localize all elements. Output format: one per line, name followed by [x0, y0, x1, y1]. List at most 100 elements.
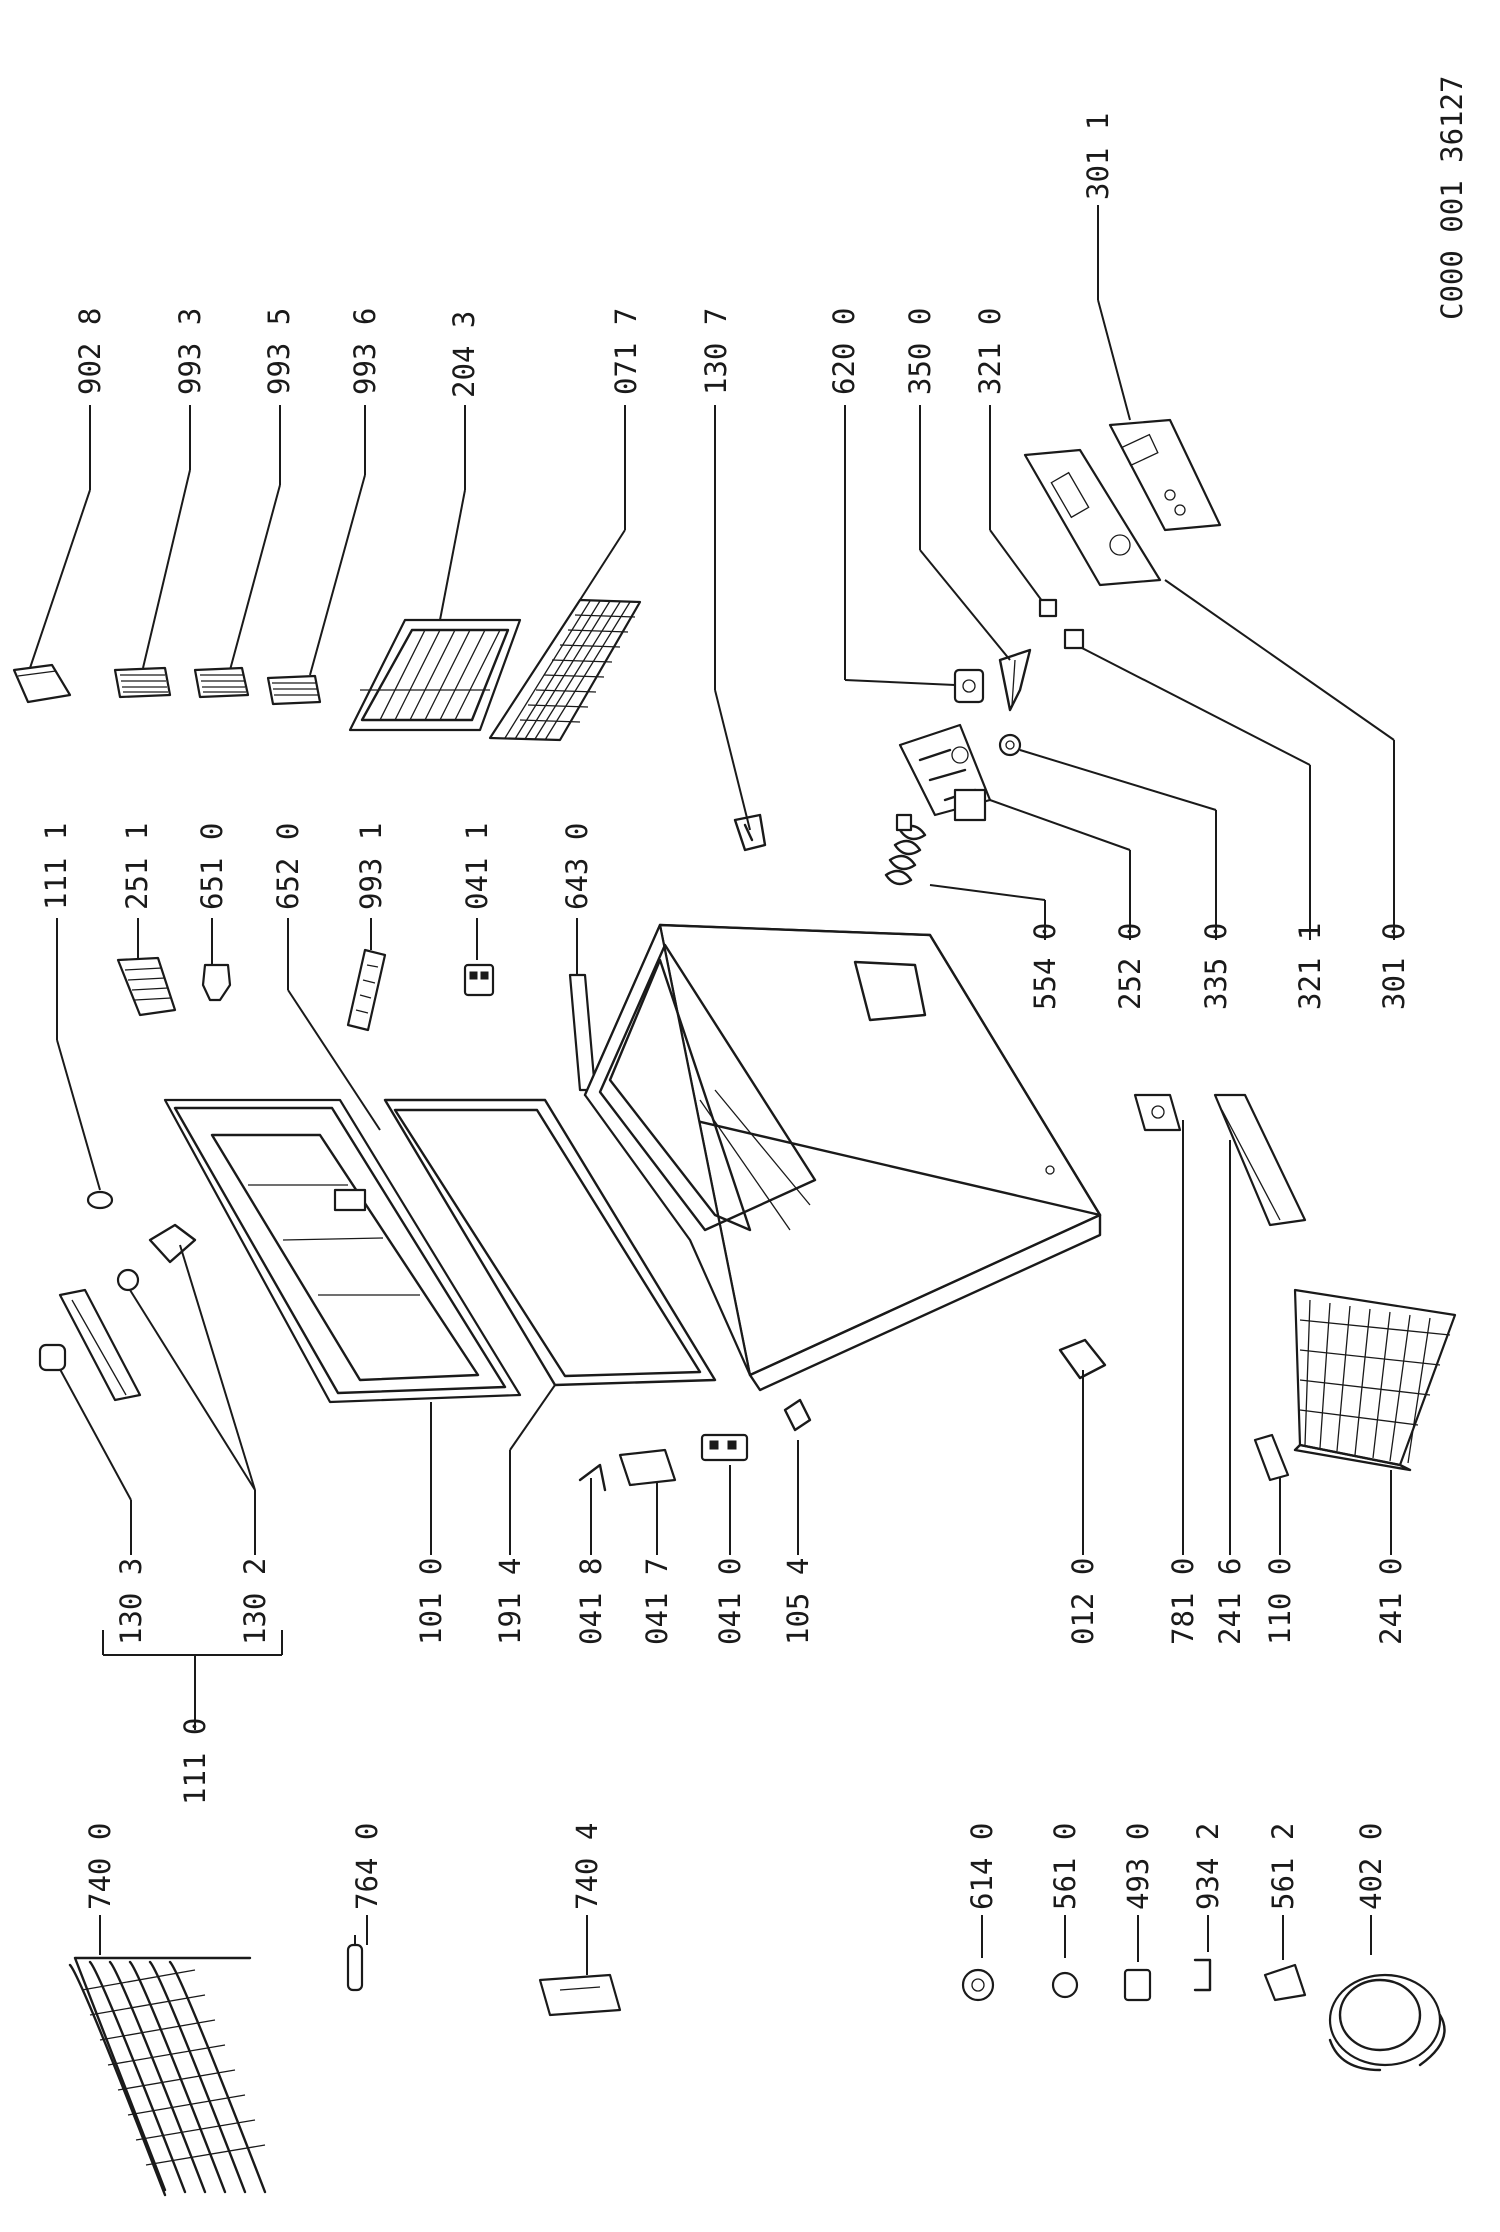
- part-321-1-clip: [1063, 628, 1085, 650]
- svg-text:111 0: 111 0: [178, 1718, 212, 1805]
- svg-text:111 1: 111 1: [39, 823, 73, 910]
- part-614-0-relay: [961, 1968, 995, 2002]
- svg-text:241 6: 241 6: [1213, 1558, 1247, 1645]
- label-554-0: 554 0: [929, 884, 1062, 1010]
- label-110-0: 110 0: [1263, 1475, 1297, 1645]
- svg-text:105 4: 105 4: [781, 1558, 815, 1645]
- svg-text:781 0: 781 0: [1166, 1558, 1200, 1645]
- part-241-0-basket: [1293, 1288, 1457, 1472]
- label-993-3: 993 3: [142, 308, 207, 669]
- svg-text:561 0: 561 0: [1048, 1823, 1082, 1910]
- part-934-2-clip: [1193, 1958, 1212, 1992]
- part-993-3-grille: [113, 666, 172, 699]
- label-241-6: 241 6: [1213, 1140, 1247, 1645]
- doc-code: C000 001 36127: [1435, 76, 1469, 320]
- label-402-0: 402 0: [1354, 1823, 1388, 1955]
- label-350-0: 350 0: [903, 308, 1011, 661]
- label-191-4: 191 4: [493, 1384, 556, 1645]
- part-252-0-thermostat-housing: [898, 723, 992, 822]
- svg-text:643 0: 643 0: [560, 823, 594, 910]
- label-041-8: 041 8: [574, 1478, 608, 1645]
- svg-text:071 7: 071 7: [609, 308, 643, 395]
- svg-text:041 0: 041 0: [713, 1558, 747, 1645]
- svg-text:902 8: 902 8: [73, 308, 107, 395]
- part-902-8-plate: [12, 663, 72, 704]
- svg-text:241 0: 241 0: [1374, 1558, 1408, 1645]
- svg-text:321 0: 321 0: [973, 308, 1007, 395]
- label-241-0: 241 0: [1374, 1470, 1408, 1645]
- label-204-3: 204 3: [439, 311, 481, 621]
- label-012-0: 012 0: [1066, 1370, 1100, 1645]
- part-561-0-grommet: [1051, 1971, 1079, 1999]
- svg-text:993 1: 993 1: [354, 823, 388, 910]
- label-934-2: 934 2: [1191, 1823, 1225, 1952]
- label-781-0: 781 0: [1166, 1120, 1200, 1645]
- part-740-4-bracket: [538, 1973, 622, 2017]
- label-041-7: 041 7: [640, 1482, 674, 1645]
- svg-text:764 0: 764 0: [350, 1823, 384, 1910]
- svg-text:651 0: 651 0: [195, 823, 229, 910]
- label-335-0: 335 0: [1019, 749, 1233, 1010]
- svg-text:130 3: 130 3: [114, 1558, 148, 1645]
- svg-text:740 0: 740 0: [83, 1823, 117, 1910]
- part-764-0-drier: [346, 1935, 364, 1992]
- part-554-0-spring: [884, 813, 927, 886]
- part-402-0-compressor: [1328, 1973, 1446, 2072]
- part-620-0-relay: [953, 668, 985, 704]
- svg-text:561 2: 561 2: [1266, 1823, 1300, 1910]
- part-335-0-knob: [998, 733, 1022, 757]
- part-041-8-hook: [578, 1463, 607, 1492]
- part-110-0-latch: [1253, 1433, 1290, 1482]
- label-993-1: 993 1: [354, 823, 388, 950]
- label-130-2: 130 2: [129, 1244, 272, 1645]
- part-204-3-rack: [348, 618, 522, 732]
- svg-text:740 4: 740 4: [570, 1823, 604, 1910]
- part-321-0-clip: [1038, 598, 1058, 618]
- svg-text:041 7: 041 7: [640, 1558, 674, 1645]
- part-993-6-grille: [266, 674, 322, 706]
- part-993-1-strip: [346, 948, 387, 1032]
- part-493-0-cover: [1123, 1968, 1152, 2002]
- part-241-6-tray: [1213, 1093, 1307, 1227]
- svg-text:350 0: 350 0: [903, 308, 937, 395]
- svg-text:993 6: 993 6: [348, 308, 382, 395]
- svg-text:934 2: 934 2: [1191, 1823, 1225, 1910]
- svg-text:993 3: 993 3: [173, 308, 207, 395]
- part-041-0-hinge: [700, 1433, 749, 1462]
- svg-text:301 1: 301 1: [1081, 113, 1115, 200]
- part-561-2-bracket: [1263, 1963, 1307, 2002]
- svg-text:101 0: 101 0: [414, 1558, 448, 1645]
- part-301-0-control-panel: [1023, 448, 1162, 587]
- label-764-0: 764 0: [350, 1823, 384, 1945]
- label-111-1: 111 1: [39, 823, 101, 1191]
- svg-text:652 0: 652 0: [271, 823, 305, 910]
- svg-text:493 0: 493 0: [1121, 1823, 1155, 1910]
- part-101-0-lid: [163, 1098, 522, 1404]
- part-cabinet-body: [583, 923, 1102, 1392]
- part-130-3-handle: [38, 1288, 142, 1402]
- label-041-1: 041 1: [460, 823, 494, 960]
- part-130-2-lock: [116, 1223, 197, 1292]
- svg-text:614 0: 614 0: [965, 1823, 999, 1910]
- label-902-8: 902 8: [29, 308, 107, 669]
- part-350-0-sensor: [998, 648, 1032, 712]
- svg-text:041 8: 041 8: [574, 1558, 608, 1645]
- part-041-7-block: [618, 1448, 677, 1487]
- label-740-0: 740 0: [83, 1823, 117, 1955]
- label-321-1: 321 1: [1081, 647, 1327, 1010]
- label-130-7: 130 7: [699, 308, 751, 831]
- part-071-7-grid-shelf: [488, 598, 642, 742]
- svg-text:130 7: 130 7: [699, 308, 733, 395]
- label-252-0: 252 0: [989, 799, 1147, 1010]
- label-614-0: 614 0: [965, 1823, 999, 1958]
- part-251-1-light-cover: [116, 956, 177, 1017]
- bracket-111-0: [102, 1630, 283, 1730]
- part-111-1-cap: [86, 1190, 114, 1210]
- label-071-7: 071 7: [579, 308, 643, 601]
- label-561-0: 561 0: [1048, 1823, 1082, 1958]
- svg-text:110 0: 110 0: [1263, 1558, 1297, 1645]
- svg-text:402 0: 402 0: [1354, 1823, 1388, 1910]
- svg-text:251 1: 251 1: [120, 823, 154, 910]
- label-101-0: 101 0: [414, 1402, 448, 1645]
- label-740-4: 740 4: [570, 1823, 604, 1975]
